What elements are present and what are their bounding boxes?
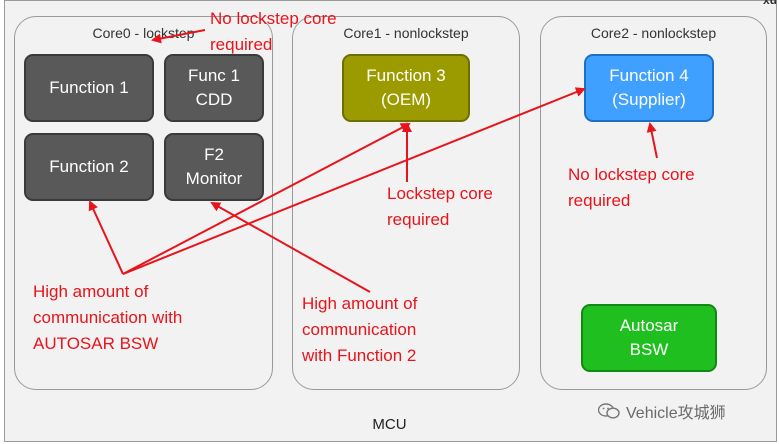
comm-bsw-line1: High amount of <box>33 282 149 301</box>
comm-f2-line1: High amount of <box>302 294 418 313</box>
autosar-bsw-line1: Autosar <box>619 316 679 335</box>
lockstep-required-line2: required <box>387 210 450 229</box>
core2-no-lockstep-note: No lockstep core required <box>568 162 695 214</box>
comm-f2-line2: communication <box>302 320 417 339</box>
comm-bsw-note: High amount of communication with AUTOSA… <box>33 279 182 357</box>
function-3-oem-block: Function 3 (OEM) <box>342 54 470 122</box>
function-2-block: Function 2 <box>24 133 154 201</box>
arrow-to-function-2 <box>88 200 124 275</box>
lockstep-required-note: Lockstep core required <box>387 181 493 233</box>
comm-f2-line3: with Function 2 <box>302 346 417 365</box>
core0-no-lockstep-line2: required <box>210 35 273 54</box>
lockstep-required-line1: Lockstep core <box>387 184 493 203</box>
function-4-line1: Function 4 <box>609 66 689 85</box>
core2-no-lockstep-line1: No lockstep core <box>568 165 695 184</box>
f2-monitor-line1: F2 <box>204 145 224 164</box>
func-1-cdd-block: Func 1 CDD <box>164 54 264 122</box>
function-3-line1: Function 3 <box>366 66 446 85</box>
comm-bsw-line3: AUTOSAR BSW <box>33 334 159 353</box>
watermark: Vehicle攻城狮 <box>597 399 726 423</box>
arrow-to-function-3-from-bsw-note <box>122 123 411 275</box>
arrow-to-function-4-from-note <box>646 122 658 159</box>
comm-f2-note: High amount of communication with Functi… <box>302 291 417 369</box>
mcu-label: MCU <box>372 416 407 433</box>
autosar-bsw-block: Autosar BSW <box>581 304 717 372</box>
function-4-supplier-block: Function 4 (Supplier) <box>584 54 714 122</box>
func-1-cdd-line1: Func 1 <box>188 66 240 85</box>
f2-monitor-line2: Monitor <box>185 169 243 188</box>
arrow-to-f2-monitor <box>210 202 371 293</box>
comm-bsw-line2: communication with <box>33 308 183 327</box>
function-3-line2: (OEM) <box>380 90 432 109</box>
wechat-icon <box>597 403 620 419</box>
core2-no-lockstep-line2: required <box>568 191 631 210</box>
autosar-bsw-line2: BSW <box>629 340 669 359</box>
function-2-label: Function 2 <box>49 157 129 176</box>
core0-no-lockstep-note: No lockstep core required <box>210 6 337 58</box>
function-1-label: Function 1 <box>49 78 129 97</box>
function-1-block: Function 1 <box>24 54 154 122</box>
watermark-text: Vehicle攻城狮 <box>626 405 726 422</box>
core1-label: Core1 - nonlockstep <box>343 25 469 41</box>
function-4-line2: (Supplier) <box>612 90 686 109</box>
core2-label: Core2 - nonlockstep <box>590 25 717 41</box>
arrow-to-func1-cdd <box>151 29 206 44</box>
f2-monitor-block: F2 Monitor <box>164 133 264 201</box>
arrow-to-function-4-from-bsw-note <box>122 87 586 275</box>
corner-cropped-text: xu <box>762 0 777 7</box>
func-1-cdd-line2: CDD <box>195 90 233 109</box>
core0-no-lockstep-line1: No lockstep core <box>210 9 337 28</box>
